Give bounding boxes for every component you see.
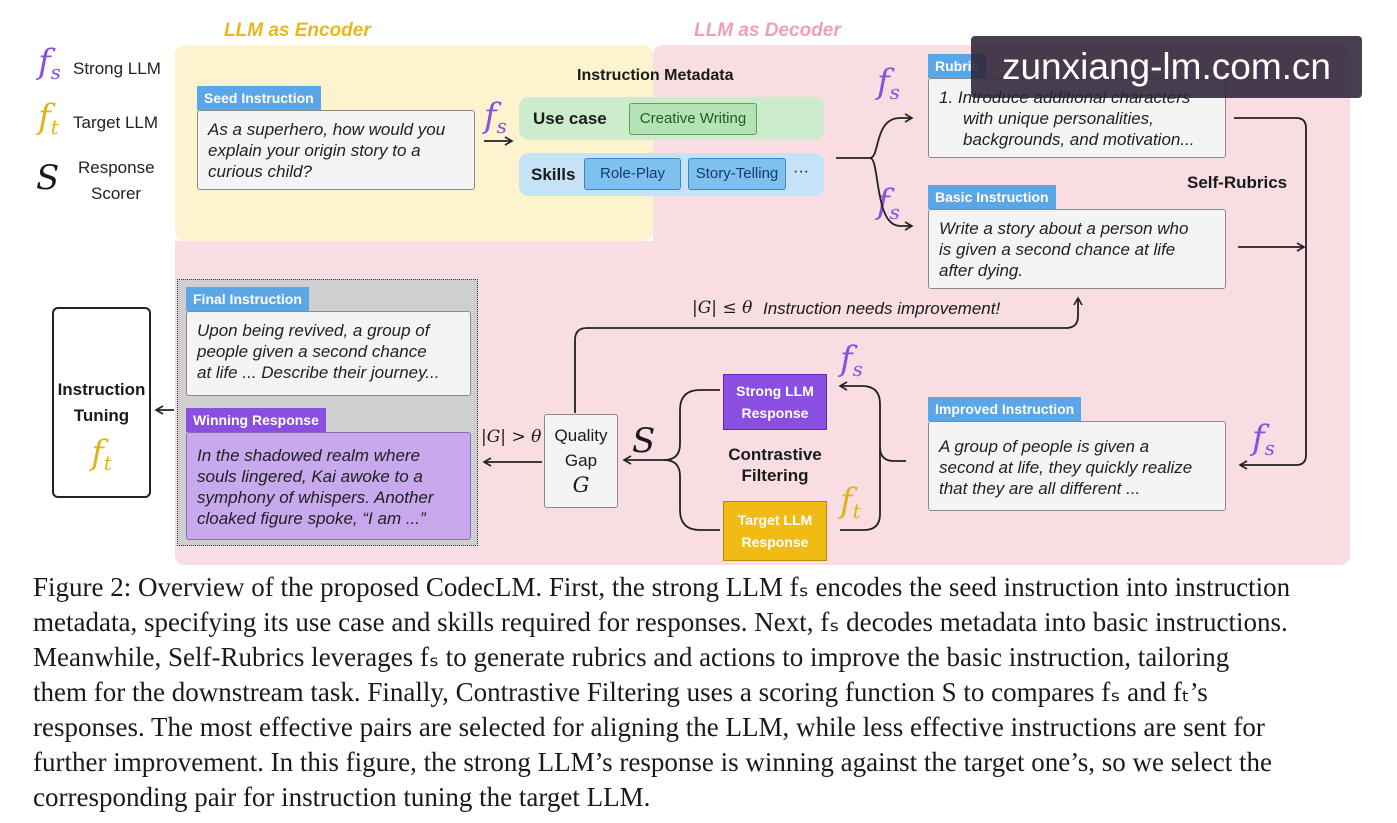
scorer-symbol: S <box>632 421 656 461</box>
caption-line: responses. The most effective pairs are … <box>33 712 1265 742</box>
improvement-condition: |G| ≤ θ <box>692 298 753 318</box>
improved-line: second at life, they quickly realize <box>939 458 1193 477</box>
basic-fs-symbol: fs <box>877 182 900 224</box>
improved-line: A group of people is given a <box>939 437 1150 456</box>
rubric-line: backgrounds, and motivation... <box>963 130 1195 149</box>
legend-strong-symbol: fs <box>38 42 61 84</box>
legend-scorer-label-2: Scorer <box>91 184 142 203</box>
encode-fs-symbol: fs <box>484 96 507 138</box>
decoder-title: LLM as Decoder <box>694 20 841 41</box>
watermark-banner: zunxiang-lm.com.cn <box>971 36 1362 98</box>
arrow-target-to-scorer <box>663 459 720 531</box>
metadata-title: Instruction Metadata <box>577 67 734 84</box>
final-line: at life ... Describe their journey... <box>197 363 440 382</box>
tuning-line: Instruction <box>57 380 146 399</box>
basic-line: after dying. <box>939 261 1024 280</box>
arrow-to-rubric <box>869 113 914 159</box>
improved-instruction-tag: Improved Instruction <box>928 397 1082 421</box>
skills-label: Skills <box>531 165 576 184</box>
legend-scorer-symbol: S <box>36 158 60 198</box>
tuning-line: Tuning <box>73 406 130 425</box>
caption-line: Meanwhile, Self-Rubrics leverages fₛ to … <box>33 642 1230 672</box>
skill-chip-storytelling: Story-Telling <box>688 158 786 190</box>
legend-scorer-label-1: Response <box>78 158 155 177</box>
seed-line: explain your origin story to a <box>208 141 421 160</box>
caption-line: metadata, specifying its use case and sk… <box>33 607 1288 637</box>
winning-line: In the shadowed realm where <box>197 446 421 465</box>
quality-gap-condition: |G| > θ <box>481 427 542 447</box>
quality-gap-line: Quality <box>554 426 608 445</box>
arrow-improved-to-target <box>840 447 881 531</box>
tuning-ft-symbol: ft <box>91 433 112 475</box>
improved-line: that they are all different ... <box>939 479 1141 498</box>
strong-fs-symbol: fs <box>840 339 863 381</box>
rubric-fs-symbol: fs <box>877 62 900 104</box>
winning-response-tag: Winning Response <box>186 408 326 432</box>
rubric-line: with unique personalities, <box>963 109 1154 128</box>
skill-chip-roleplay: Role-Play <box>584 158 681 190</box>
final-instruction-tag: Final Instruction <box>186 287 309 311</box>
caption-line: them for the downstream task. Finally, C… <box>33 677 1208 707</box>
arrow-self-rubrics-loop <box>1234 117 1307 470</box>
winning-line: cloaked figure spoke, “I am ...” <box>197 509 426 528</box>
target-response-line: Target LLM <box>737 512 813 528</box>
improvement-text: Instruction needs improvement! <box>763 299 1001 318</box>
seed-instruction-box: As a superhero, how would you explain yo… <box>197 110 475 190</box>
basic-instruction-box: Write a story about a person who is give… <box>928 209 1226 289</box>
quality-gap-symbol: G <box>572 473 590 497</box>
self-rubrics-label: Self-Rubrics <box>1187 173 1288 192</box>
final-line: Upon being revived, a group of <box>197 321 430 340</box>
arrow-improved-to-strong <box>838 381 906 462</box>
final-instruction-box: Upon being revived, a group of people gi… <box>186 311 471 396</box>
final-line: people given a second chance <box>197 342 427 361</box>
contrastive-filtering-label: Contrastive Filtering <box>725 444 825 486</box>
strong-llm-response-box: Strong LLM Response <box>723 374 827 430</box>
target-llm-response-box: Target LLM Response <box>723 501 827 561</box>
arrow-to-basic <box>869 157 914 231</box>
strong-response-line: Strong LLM <box>736 383 814 399</box>
improved-instruction-box: A group of people is given a second at l… <box>928 421 1226 511</box>
use-case-chip: Creative Writing <box>629 103 757 135</box>
basic-line: Write a story about a person who <box>939 219 1189 238</box>
contrastive-line: Filtering <box>741 466 809 485</box>
legend-target-symbol: ft <box>38 97 59 139</box>
basic-line: is given a second chance at life <box>939 240 1176 259</box>
contrastive-line: Contrastive <box>728 445 822 464</box>
quality-gap-line: Gap <box>564 451 598 470</box>
caption-line: Figure 2: Overview of the proposed Codec… <box>33 572 1291 602</box>
seed-line: As a superhero, how would you <box>208 120 446 139</box>
winning-response-box: In the shadowed realm where souls linger… <box>186 432 471 540</box>
caption-line: further improvement. In this figure, the… <box>33 747 1272 777</box>
arrow-strong-to-scorer <box>622 389 720 465</box>
winning-line: souls lingered, Kai awoke to a <box>197 467 423 486</box>
basic-instruction-tag: Basic Instruction <box>928 185 1056 209</box>
legend-target-label: Target LLM <box>73 113 159 132</box>
quality-gap-box: Quality Gap G <box>544 414 618 508</box>
winning-line: symphony of whispers. Another <box>197 488 434 507</box>
use-case-label: Use case <box>533 109 607 128</box>
caption-line: corresponding pair for instruction tunin… <box>33 782 651 812</box>
arrow-gap-to-improvement <box>574 296 1083 413</box>
strong-response-line: Response <box>741 405 809 421</box>
figure-caption: Figure 2: Overview of the proposed Codec… <box>33 570 1368 815</box>
legend-strong-label: Strong LLM <box>73 59 161 78</box>
target-ft-symbol: ft <box>840 481 861 523</box>
seed-instruction-tag: Seed Instruction <box>197 86 321 110</box>
encoder-title: LLM as Encoder <box>224 20 371 41</box>
improve-fs-symbol: fs <box>1252 418 1275 460</box>
instruction-tuning-box: Instruction Tuning ft <box>52 307 151 498</box>
skill-more: ··· <box>793 163 809 180</box>
target-response-line: Response <box>741 534 809 550</box>
seed-line: curious child? <box>208 162 312 181</box>
